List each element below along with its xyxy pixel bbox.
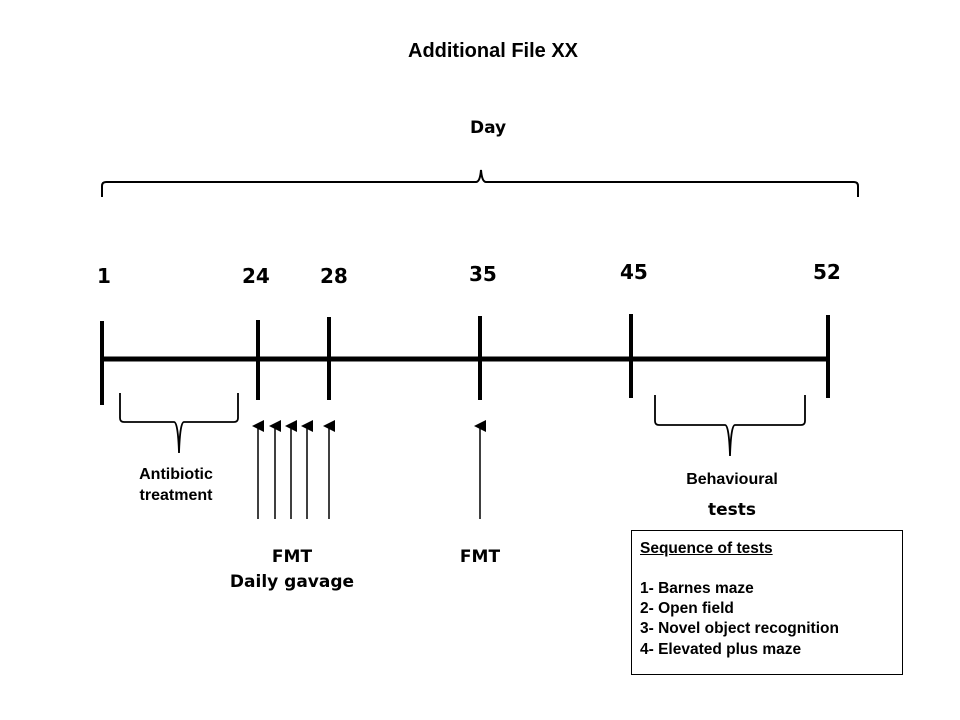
fmt-daily-label-line-2: Daily gavage [229, 571, 355, 592]
behavioural-label-line-2: tests [707, 500, 757, 520]
page-title: Additional File XX [408, 40, 579, 62]
fmt-daily-gavage-label: FMT Daily gavage [222, 545, 362, 594]
sequence-item-1: 1- Barnes maze [640, 580, 754, 598]
sequence-item-3: 3- Novel object recognition [640, 620, 839, 638]
tick-label-day-35: 35 [469, 262, 497, 286]
day-brace [101, 169, 859, 197]
antibiotic-brace [119, 393, 239, 454]
axis-label-day: Day [470, 118, 507, 138]
fmt-daily-label-line-1: FMT [271, 547, 313, 567]
behavioural-label-line-1: Behavioural [686, 471, 778, 488]
antibiotic-label-line-2: treatment [139, 486, 213, 504]
behavioural-brace [654, 395, 806, 457]
sequence-item-2: 2- Open field [640, 600, 734, 618]
fmt-single-label: FMT [459, 547, 501, 567]
antibiotic-label: Antibiotic treatment [126, 465, 226, 507]
tick-label-day-45: 45 [620, 260, 648, 284]
antibiotic-label-line-1: Antibiotic [139, 466, 213, 483]
sequence-of-tests-box: Sequence of tests 1- Barnes maze 2- Open… [631, 530, 903, 675]
tick-label-day-28: 28 [320, 264, 348, 288]
tick-label-day-1: 1 [97, 264, 111, 288]
sequence-item-4: 4- Elevated plus maze [640, 640, 802, 658]
tick-label-day-52: 52 [813, 260, 841, 284]
sequence-heading: Sequence of tests [640, 540, 773, 557]
tick-label-day-24: 24 [242, 264, 270, 288]
